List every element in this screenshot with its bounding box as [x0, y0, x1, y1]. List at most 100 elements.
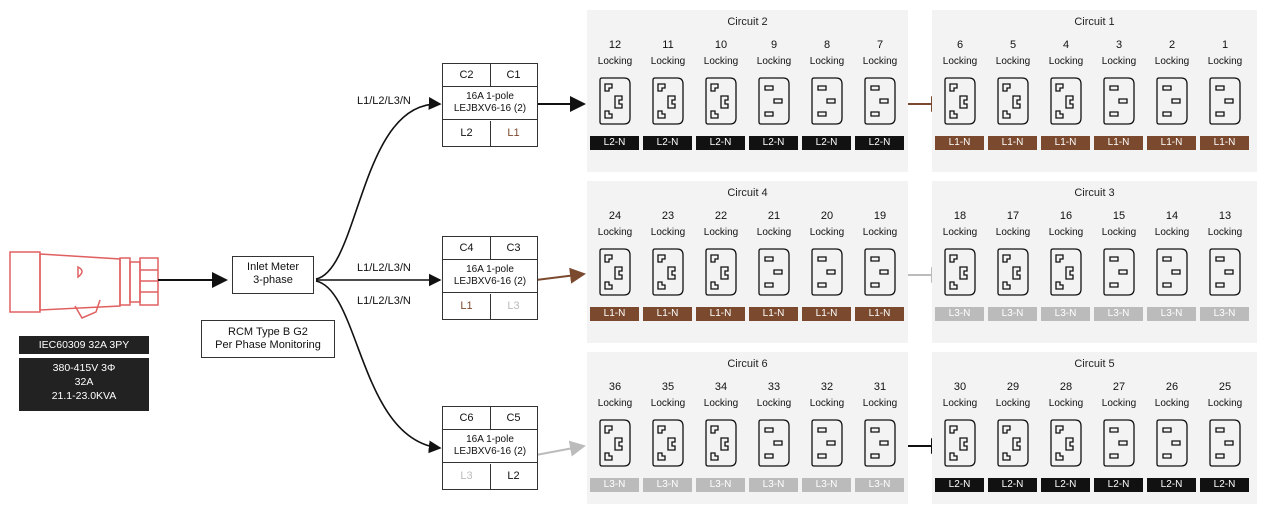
iec-c13-outlet-icon: [1103, 419, 1135, 467]
iec-c13-outlet-icon: [864, 77, 896, 125]
outlet-number: 4: [1062, 39, 1070, 51]
outlet-icon-wrap: [1102, 418, 1136, 468]
breaker-rating: 16A 1-pole: [466, 434, 514, 445]
outlet-locking-label: Locking: [597, 227, 633, 238]
outlet-number: 8: [823, 39, 831, 51]
outlet-icon-wrap: [996, 76, 1030, 126]
inlet-meter-title: Inlet Meter: [247, 261, 299, 273]
outlet-phase-label: L2-N: [802, 136, 851, 150]
outlet-number: 19: [873, 210, 887, 222]
outlet-number: 30: [953, 381, 967, 393]
outlet-locking-label: Locking: [1048, 398, 1084, 409]
iec-c19-outlet-icon: [944, 419, 976, 467]
outlet-number: 7: [876, 39, 884, 51]
outlet-locking-label: Locking: [862, 56, 898, 67]
rcm-title: RCM Type B G2: [228, 326, 308, 338]
outlet-number: 34: [714, 381, 728, 393]
outlet-locking-label: Locking: [650, 398, 686, 409]
outlet-icon-wrap: [651, 418, 685, 468]
outlet-phase-label: L3-N: [935, 307, 984, 321]
iec-c13-outlet-icon: [1156, 419, 1188, 467]
feed-label-middle: L1/L2/L3/N: [357, 262, 411, 274]
outlet-icon-wrap: [757, 418, 791, 468]
outlet-phase-label: L1-N: [988, 136, 1037, 150]
circuit-title: Circuit 6: [727, 358, 768, 370]
outlet-icon-wrap: [1049, 76, 1083, 126]
outlet-icon-wrap: [863, 247, 897, 297]
iec-c13-outlet-icon: [1103, 248, 1135, 296]
circuit-title: Circuit 1: [1074, 16, 1115, 28]
outlet-locking-label: Locking: [862, 227, 898, 238]
iec-c19-outlet-icon: [1050, 419, 1082, 467]
outlet-locking-label: Locking: [809, 398, 845, 409]
outlet-phase-label: L1-N: [802, 307, 851, 321]
outlet-number: 10: [714, 39, 728, 51]
outlet-locking-label: Locking: [1048, 227, 1084, 238]
outlet-phase-label: L1-N: [1200, 136, 1249, 150]
breaker-phase-left: L3: [443, 464, 491, 489]
outlet-locking-label: Locking: [1207, 227, 1243, 238]
outlet-locking-label: Locking: [703, 398, 739, 409]
outlet-number: 35: [661, 381, 675, 393]
iec-c13-outlet-icon: [1209, 419, 1241, 467]
outlet-number: 3: [1115, 39, 1123, 51]
breaker-model: LEJBXV6-16 (2): [453, 276, 527, 287]
iec-c19-outlet-icon: [997, 419, 1029, 467]
breaker-phase-right: L2: [507, 470, 520, 482]
circuit-feed-6: [535, 440, 586, 457]
outlet-number: 23: [661, 210, 675, 222]
outlet-phase-label: L3-N: [643, 478, 692, 492]
outlet-locking-label: Locking: [756, 227, 792, 238]
outlet-number: 28: [1059, 381, 1073, 393]
outlet-locking-label: Locking: [862, 398, 898, 409]
outlet-icon-wrap: [598, 418, 632, 468]
outlet-locking-label: Locking: [1207, 56, 1243, 67]
outlet-phase-label: L3-N: [1041, 307, 1090, 321]
outlet-locking-label: Locking: [1154, 227, 1190, 238]
outlet-number: 29: [1006, 381, 1020, 393]
outlet-locking-label: Locking: [809, 227, 845, 238]
outlet-locking-label: Locking: [995, 56, 1031, 67]
iec-c13-outlet-icon: [1156, 248, 1188, 296]
outlet-number: 9: [770, 39, 778, 51]
outlet-locking-label: Locking: [650, 56, 686, 67]
iec-c13-outlet-icon: [1209, 248, 1241, 296]
outlet-phase-label: L3-N: [1094, 307, 1143, 321]
feed-label-bottom: L1/L2/L3/N: [357, 295, 411, 307]
outlet-locking-label: Locking: [597, 56, 633, 67]
outlet-icon-wrap: [810, 76, 844, 126]
plug-power: 21.1-23.0KVA: [51, 390, 117, 402]
outlet-phase-label: L3-N: [590, 478, 639, 492]
iec-c13-outlet-icon: [758, 77, 790, 125]
iec60309-plug-icon: [9, 251, 159, 319]
breaker-model: LEJBXV6-16 (2): [453, 103, 527, 114]
outlet-number: 25: [1218, 381, 1232, 393]
iec-c19-outlet-icon: [599, 419, 631, 467]
